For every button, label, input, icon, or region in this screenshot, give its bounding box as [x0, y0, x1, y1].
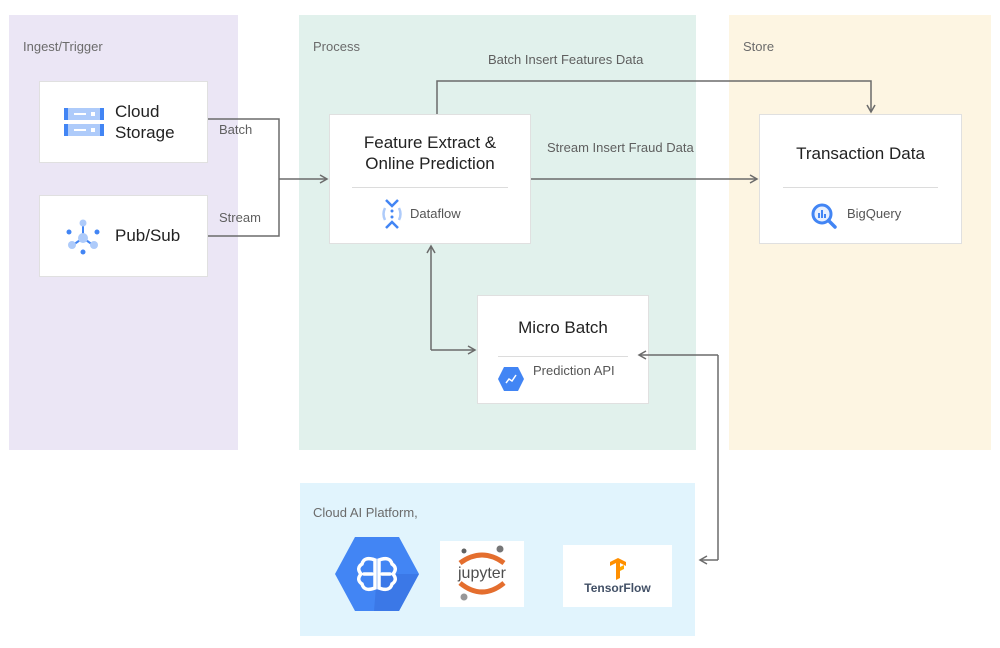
- jupyter-label: jupyter: [457, 565, 507, 582]
- micro-batch-node[interactable]: Micro Batch Prediction API: [477, 295, 649, 404]
- bigquery-icon: [810, 202, 838, 235]
- stream-edge-label: Stream: [219, 210, 261, 225]
- feature-extract-title-line2: Online Prediction: [365, 154, 495, 173]
- micro-batch-divider: [498, 356, 628, 357]
- feature-extract-title-line1: Feature Extract &: [363, 133, 497, 152]
- micro-batch-title: Micro Batch: [518, 318, 608, 337]
- cloud-storage-node[interactable]: Cloud Storage: [39, 81, 208, 163]
- jupyter-logo: jupyter: [440, 541, 524, 607]
- prediction-api-label: Prediction API: [533, 363, 615, 378]
- transaction-data-title: Transaction Data: [796, 144, 925, 163]
- transaction-data-node[interactable]: Transaction Data BigQuery: [759, 114, 962, 244]
- bigquery-label: BigQuery: [847, 206, 902, 221]
- batch-connector: [208, 118, 280, 179]
- process-zone-label: Process: [313, 39, 360, 54]
- cloud-storage-title-line1: Cloud: [115, 102, 160, 121]
- stream-insert-edge-label: Stream Insert Fraud Data: [547, 140, 694, 155]
- cloud-storage-title-line2: Storage: [115, 123, 175, 142]
- batch-insert-edge-label: Batch Insert Features Data: [488, 52, 644, 67]
- ai-platform-brain-icon: [334, 536, 420, 617]
- batch-insert-arrow: [436, 80, 876, 114]
- prediction-api-icon: [497, 366, 525, 397]
- pubsub-icon: [64, 218, 102, 261]
- tensorflow-logo: TensorFlow: [563, 545, 672, 607]
- ingest-zone-label: Ingest/Trigger: [23, 39, 103, 54]
- store-zone-label: Store: [743, 39, 775, 54]
- dataflow-icon: [381, 198, 403, 235]
- pubsub-node[interactable]: Pub/Sub: [39, 195, 208, 277]
- feature-extract-node[interactable]: Feature Extract & Online Prediction Data…: [329, 114, 531, 244]
- feature-extract-divider: [352, 187, 508, 188]
- pubsub-title: Pub/Sub: [115, 226, 181, 245]
- transaction-data-divider: [783, 187, 938, 188]
- batch-edge-label: Batch: [219, 122, 253, 137]
- cloud-storage-title: Cloud Storage: [115, 101, 175, 143]
- ai-platform-zone-label: Cloud AI Platform,: [313, 505, 418, 520]
- dataflow-label: Dataflow: [410, 206, 461, 221]
- feature-extract-title: Feature Extract & Online Prediction: [330, 132, 530, 174]
- cloud-storage-icon: [64, 108, 104, 143]
- stream-connector: [208, 179, 280, 237]
- tensorflow-label: TensorFlow: [584, 581, 651, 595]
